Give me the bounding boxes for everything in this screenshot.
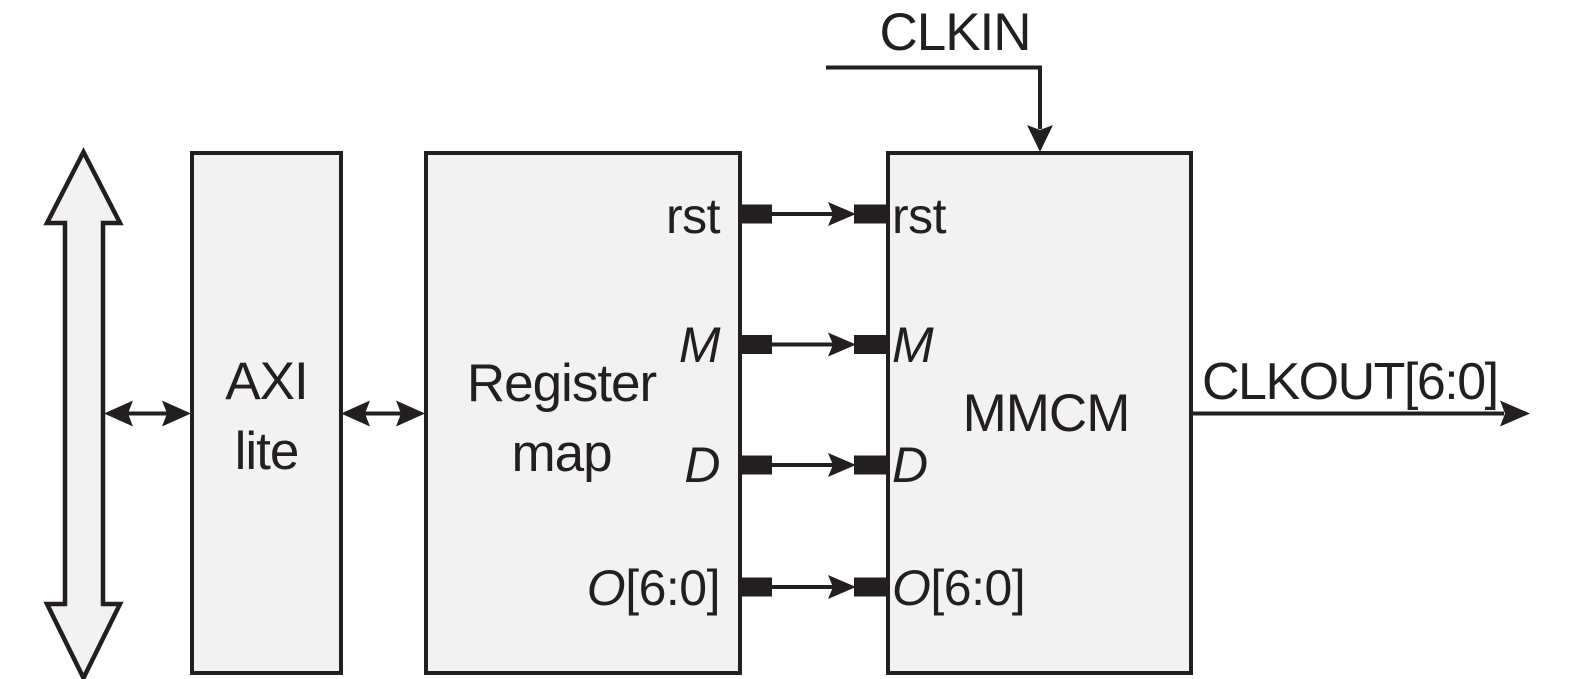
- register-map-port-m: M: [678, 317, 721, 373]
- clkout-net-label: CLKOUT[6:0]: [1202, 353, 1499, 411]
- clkin-arrowhead-icon: [1027, 125, 1053, 152]
- block-axi-lite: [190, 151, 343, 675]
- axi-lite-label-line1: AXI: [225, 352, 308, 411]
- clkin-net-label: CLKIN: [879, 3, 1031, 62]
- mmcm-port-d: D: [892, 437, 928, 493]
- signal-net-rst: [738, 202, 890, 226]
- register-map-label-line2: map: [511, 424, 612, 483]
- mmcm-port-m: M: [892, 317, 934, 373]
- register-map-port-o: O[6:0]: [586, 560, 721, 616]
- mmcm-port-rst: rst: [892, 188, 947, 244]
- register-map-port-d: D: [684, 437, 720, 493]
- register-map-label-line1: Register: [466, 354, 657, 413]
- signal-net-d: [738, 453, 890, 477]
- bus-axi-double-arrow-icon: [104, 400, 191, 427]
- signal-net-o: [738, 575, 890, 599]
- mmcm-label: MMCM: [962, 384, 1131, 443]
- clkout-arrowhead-icon: [1500, 400, 1530, 427]
- block-register-map: [424, 151, 742, 675]
- signal-net-m: [738, 332, 890, 357]
- register-map-port-rst: rst: [665, 188, 721, 244]
- system-bus-double-arrow-icon: [43, 147, 124, 679]
- block-mmcm: [886, 151, 1193, 675]
- clkout-wire: [1191, 400, 1530, 427]
- mmcm-port-o: O[6:0]: [892, 560, 1026, 616]
- axi-lite-label-line2: lite: [234, 422, 300, 481]
- axi-lite-label: AXI lite: [190, 347, 343, 487]
- clkin-wire: [826, 65, 1053, 152]
- register-map-label: Register map: [424, 349, 699, 489]
- axi-register-double-arrow-icon: [341, 400, 425, 427]
